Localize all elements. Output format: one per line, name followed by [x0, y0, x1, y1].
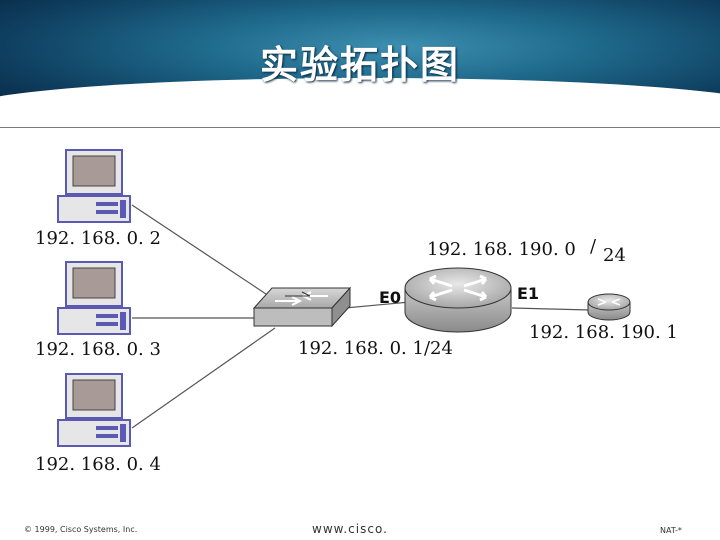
title-divider — [0, 127, 720, 128]
link-pc1-switch — [131, 204, 276, 301]
switch-ip: 192. 168. 0. 1/24 — [298, 338, 453, 359]
slide-header: 实验拓扑图 — [0, 0, 720, 118]
host-2-ip: 192. 168. 0. 3 — [35, 339, 161, 360]
link-switch-router — [344, 301, 411, 309]
remote-router-icon — [587, 293, 631, 321]
switch-icon — [252, 286, 352, 328]
router-icon — [404, 267, 512, 333]
router-network-slash: / — [590, 236, 597, 257]
footer-copyright: © 1999, Cisco Systems, Inc. — [24, 525, 138, 534]
host-3-ip: 192. 168. 0. 4 — [35, 454, 161, 475]
pc-icon-2 — [57, 261, 131, 335]
slide-title: 实验拓扑图 — [259, 43, 460, 87]
router-port-e1: E1 — [517, 284, 540, 303]
link-pc3-switch — [131, 327, 276, 429]
header-swoosh — [0, 78, 720, 118]
link-router-remote — [511, 307, 591, 311]
host-1-ip: 192. 168. 0. 2 — [35, 228, 161, 249]
pc-icon-1 — [57, 149, 131, 223]
remote-ip: 192. 168. 190. 1 — [529, 322, 678, 343]
router-port-e0: E0 — [379, 288, 402, 307]
footer-url: www.cisco. — [312, 522, 388, 536]
router-network-mask: 24 — [603, 245, 626, 266]
router-network-ip: 192. 168. 190. 0 — [427, 239, 576, 260]
pc-icon-3 — [57, 373, 131, 447]
footer-page: NAT-* — [660, 526, 682, 535]
